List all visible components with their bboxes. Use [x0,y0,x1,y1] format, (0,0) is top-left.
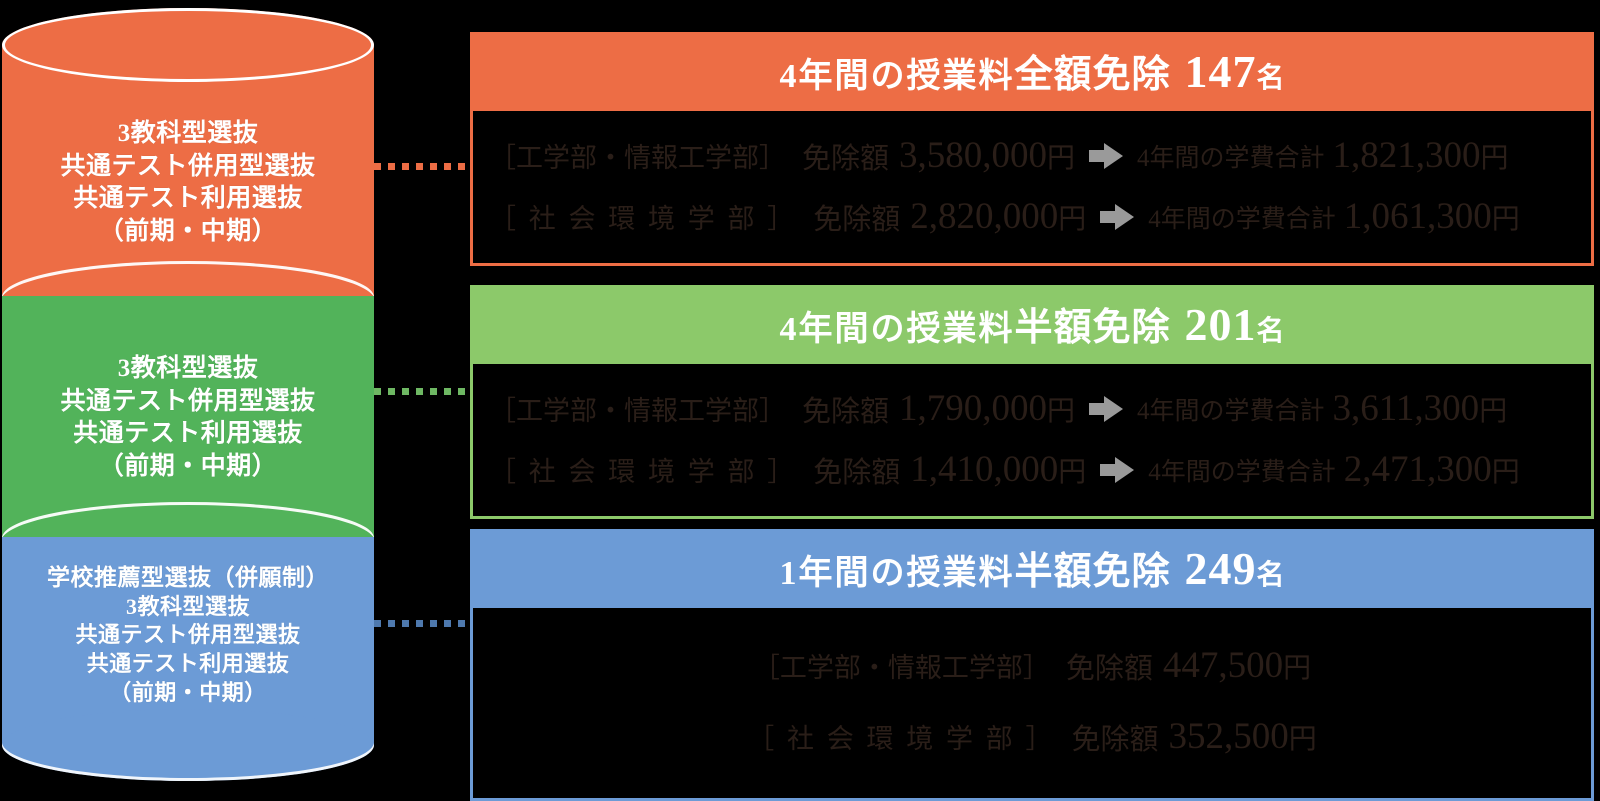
total-tuition-label: 4年間の学費合計 [1148,205,1336,233]
panel-3-header: 1年間の授業料半額免除 249名 [473,532,1591,608]
panel-2-header-number: 201 [1184,299,1257,350]
cylinder-blue-line-3: 共通テスト併用型選抜 [75,622,301,648]
yen-unit-2: 円 [1479,395,1508,427]
dotted-line-icon [374,163,484,170]
cylinder-blue-line-1: 学校推薦型選抜（併願制） [47,565,329,590]
yen-unit: 円 [1288,723,1317,755]
department-label: ［ 社 会 環 境 学 部 ］ [747,724,1056,754]
yen-unit-2: 円 [1491,456,1520,488]
scholarship-panel-full-exemption: 4年間の授業料全額免除 147名 ［工学部・情報工学部］ 免除額 3,580,00… [470,32,1594,266]
panel-2-header: 4年間の授業料半額免除 201名 [473,288,1591,364]
exemption-label: 免除額 [802,142,890,175]
panel-2-header-strong: 半額免除 [1014,307,1171,349]
table-row: ［工学部・情報工学部］ 免除額 3,580,000 円 4年間の学費合計 1,8… [489,125,1575,186]
dotted-line-icon [374,388,484,395]
exemption-amount: 447,500 [1162,645,1284,686]
cylinder-label-orange: 3教科型選抜 共通テスト併用型選抜 共通テスト利用選抜 （前期・中期） [2,118,374,248]
table-row: ［ 社 会 環 境 学 部 ］ 免除額 352,500 円 [489,701,1575,772]
dotted-connector-2 [374,388,484,395]
exemption-label: 免除額 [813,203,901,236]
cylinder-orange-line-1: 3教科型選抜 [117,120,259,147]
cylinder-orange-line-4: （前期・中期） [98,217,278,245]
cylinder-green-line-3: 共通テスト利用選抜 [73,420,303,447]
department-label: ［ 社 会 環 境 学 部 ］ [489,457,798,487]
arrow-right-icon [1100,456,1136,483]
panel-2-header-prefix: 4年間の授業料 [779,311,1015,348]
exemption-amount: 3,580,000 [899,135,1048,176]
scholarship-panel-half-exemption-4yr: 4年間の授業料半額免除 201名 ［工学部・情報工学部］ 免除額 1,790,00… [470,285,1594,519]
panel-3-header-number: 249 [1184,543,1257,594]
exemption-label: 免除額 [802,395,890,428]
cylinder-segment-orange [2,8,374,298]
exemption-amount: 352,500 [1168,716,1289,757]
cylinder-blue-line-5: （前期・中期） [109,679,267,705]
exemption-amount: 1,410,000 [910,449,1059,490]
panel-3-header-prefix: 1年間の授業料 [779,555,1015,592]
yen-unit: 円 [1047,142,1076,174]
cylinder-segment-blue [2,537,374,782]
scholarship-panel-half-exemption-1yr: 1年間の授業料半額免除 249名 ［工学部・情報工学部］ 免除額 447,500 … [470,529,1594,801]
dotted-connector-3 [374,620,484,627]
total-tuition-label: 4年間の学費合計 [1137,397,1325,425]
cylinder-green-line-1: 3教科型選抜 [117,355,259,382]
panel-1-header: 4年間の授業料全額免除 147名 [473,35,1591,111]
panel-2-header-unit: 名 [1256,316,1285,347]
total-tuition-amount: 2,471,300 [1343,449,1492,490]
exemption-amount: 2,820,000 [910,196,1059,237]
department-label: ［工学部・情報工学部］ [489,143,786,173]
panel-3-body: ［工学部・情報工学部］ 免除額 447,500 円 ［ 社 会 環 境 学 部 … [473,608,1591,798]
panel-3-header-unit: 名 [1256,560,1285,591]
cylinder-label-blue: 学校推薦型選抜（併願制） 3教科型選抜 共通テスト併用型選抜 共通テスト利用選抜… [2,563,374,707]
exemption-amount: 1,790,000 [899,388,1048,429]
yen-unit-2: 円 [1480,142,1509,174]
exemption-label: 免除額 [1065,652,1153,685]
dotted-connector-1 [374,163,484,170]
cylinder-top-ellipse [2,8,374,82]
cylinder-label-green: 3教科型選抜 共通テスト併用型選抜 共通テスト利用選抜 （前期・中期） [2,353,374,483]
department-label: ［工学部・情報工学部］ [489,396,786,426]
cylinder-green-line-4: （前期・中期） [98,452,278,480]
arrow-right-icon [1089,142,1125,169]
cylinder-orange-line-3: 共通テスト利用選抜 [73,185,303,212]
cylinder-body-green [2,296,374,541]
cylinder-bottom-ellipse [2,709,374,781]
department-label: ［ 社 会 環 境 学 部 ］ [489,204,798,234]
panel-1-header-strong: 全額免除 [1014,54,1171,96]
department-label: ［工学部・情報工学部］ [752,653,1050,683]
cylinder-blue-line-4: 共通テスト利用選抜 [86,651,290,677]
yen-unit-2: 円 [1491,203,1520,235]
panel-1-header-unit: 名 [1256,63,1285,94]
total-tuition-label: 4年間の学費合計 [1148,458,1336,486]
exemption-label: 免除額 [813,456,901,489]
total-tuition-amount: 3,611,300 [1332,388,1480,429]
cylinder-green-line-2: 共通テスト併用型選抜 [60,387,316,415]
cylinder-orange-line-2: 共通テスト併用型選抜 [60,152,316,180]
arrow-right-icon [1100,203,1136,230]
yen-unit: 円 [1058,203,1087,235]
table-row: ［工学部・情報工学部］ 免除額 447,500 円 [489,630,1575,701]
total-tuition-amount: 1,061,300 [1343,196,1492,237]
cylinder-blue-line-2: 3教科型選抜 [125,593,250,619]
dotted-line-icon [374,620,484,627]
yen-unit: 円 [1058,456,1087,488]
total-tuition-amount: 1,821,300 [1332,135,1481,176]
yen-unit: 円 [1047,395,1076,427]
cylinder-segment-green [2,296,374,541]
table-row: ［ 社 会 環 境 学 部 ］ 免除額 1,410,000 円 4年間の学費合計… [489,439,1575,500]
panel-1-body: ［工学部・情報工学部］ 免除額 3,580,000 円 4年間の学費合計 1,8… [473,111,1591,263]
cylinder-body-orange [2,44,374,298]
panel-1-header-number: 147 [1184,46,1257,97]
panel-1-header-prefix: 4年間の授業料 [779,58,1015,95]
yen-unit: 円 [1283,652,1312,684]
admission-types-cylinder: 3教科型選抜 共通テスト併用型選抜 共通テスト利用選抜 （前期・中期） 3教科型… [2,8,374,781]
panel-3-header-strong: 半額免除 [1014,551,1171,593]
total-tuition-label: 4年間の学費合計 [1137,144,1325,172]
table-row: ［工学部・情報工学部］ 免除額 1,790,000 円 4年間の学費合計 3,6… [489,378,1575,439]
table-row: ［ 社 会 環 境 学 部 ］ 免除額 2,820,000 円 4年間の学費合計… [489,186,1575,247]
exemption-label: 免除額 [1071,723,1159,756]
arrow-right-icon [1089,395,1125,422]
panel-2-body: ［工学部・情報工学部］ 免除額 1,790,000 円 4年間の学費合計 3,6… [473,364,1591,516]
